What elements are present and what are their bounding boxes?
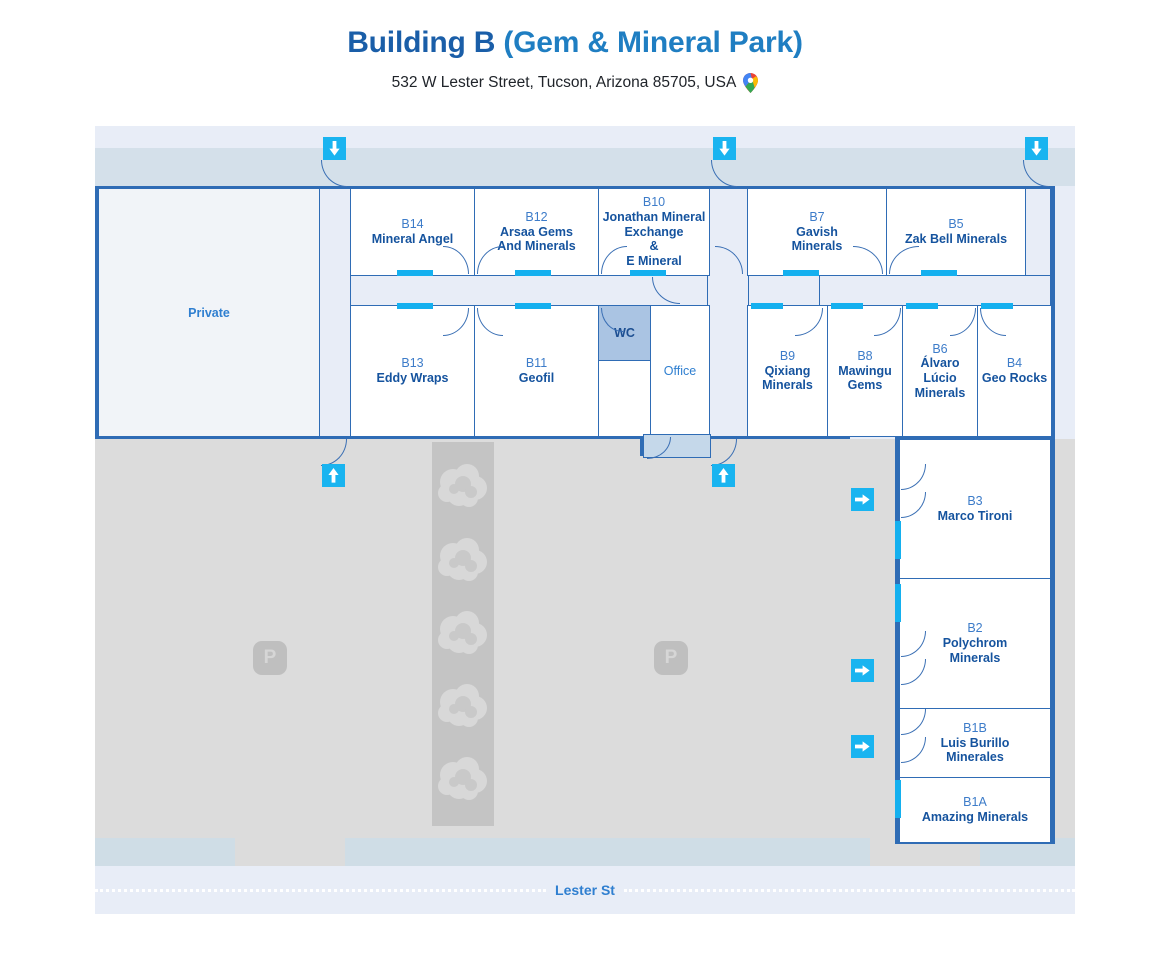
- office-label: Office: [663, 364, 697, 378]
- building-wall-west: [95, 186, 100, 439]
- room-b8-code: B8: [857, 348, 873, 363]
- window-b10: [630, 270, 666, 276]
- window-b6: [906, 303, 938, 309]
- tree-icon-3: [438, 611, 487, 654]
- window-b5: [921, 270, 957, 276]
- tree-icon-4: [438, 684, 487, 727]
- building-wall-jog-1: [640, 434, 645, 456]
- parking-marker-left: P: [253, 641, 287, 675]
- parking-marker-right-label: P: [664, 647, 678, 668]
- corridor-west-vertical: [319, 188, 351, 437]
- room-b14-name: Mineral Angel: [371, 232, 454, 246]
- window-b13: [397, 303, 433, 309]
- entrance-bottom-left-icon[interactable]: [322, 464, 345, 487]
- title-main: Building B: [347, 26, 496, 59]
- room-b6-code: B6: [932, 341, 948, 356]
- window-b11: [515, 303, 551, 309]
- address-text: 532 W Lester Street, Tucson, Arizona 857…: [391, 73, 737, 91]
- room-b5-name: Zak Bell Minerals: [904, 232, 1008, 246]
- room-b10-code: B10: [642, 195, 666, 210]
- private-area: Private: [98, 188, 320, 437]
- curb-cut-left: [235, 838, 345, 866]
- entrance-right-b3-icon[interactable]: [851, 488, 874, 511]
- building-wall-east: [1050, 186, 1055, 439]
- room-b5-code: B5: [948, 217, 964, 232]
- room-b13-code: B13: [401, 356, 424, 371]
- street-dash-right: [623, 888, 1076, 892]
- room-b1b-code: B1B: [963, 720, 987, 735]
- room-b1a-code: B1A: [963, 795, 987, 810]
- room-b2-code: B2: [967, 621, 983, 636]
- entrance-bottom-mid-icon[interactable]: [712, 464, 735, 487]
- private-label: Private: [188, 305, 230, 320]
- service-room-blank: [598, 360, 651, 437]
- room-b11-code: B11: [525, 356, 548, 371]
- floor-plan: Private B14 Mineral Angel B12 Arsaa Gems…: [95, 126, 1076, 914]
- room-b3-code: B3: [967, 494, 983, 509]
- entrance-right-b2-icon[interactable]: [851, 659, 874, 682]
- corridor-northeast-stub: [1025, 188, 1051, 276]
- parking-marker-left-label: P: [263, 647, 277, 668]
- entrance-top-left-icon[interactable]: [323, 137, 346, 160]
- corridor-east-vertical: [707, 188, 749, 437]
- page-title: Building B (Gem & Mineral Park): [0, 26, 1150, 61]
- window-b7: [783, 270, 819, 276]
- room-b13-name: Eddy Wraps: [376, 371, 449, 385]
- room-b4-name: Geo Rocks: [981, 371, 1048, 385]
- parking-marker-right: P: [654, 641, 688, 675]
- title-sub: (Gem & Mineral Park): [495, 26, 803, 59]
- street-row: Lester St: [95, 866, 1076, 914]
- east-block-wall-west: [895, 439, 900, 844]
- tree-icon-2: [438, 538, 487, 581]
- room-b3-name: Marco Tironi: [937, 509, 1013, 523]
- entrance-top-right-icon[interactable]: [1025, 137, 1048, 160]
- window-b9: [751, 303, 783, 309]
- room-b7-code: B7: [809, 209, 825, 224]
- street-label: Lester St: [555, 882, 615, 898]
- room-b1a[interactable]: B1A Amazing Minerals: [899, 777, 1051, 843]
- room-b14-code: B14: [401, 217, 424, 232]
- room-b12-code: B12: [525, 209, 548, 224]
- entrance-top-middle-icon[interactable]: [713, 137, 736, 160]
- map-pin-icon[interactable]: [743, 72, 759, 93]
- room-b11-name: Geofil: [518, 371, 555, 385]
- tree-icon-1: [438, 464, 487, 507]
- north-sidewalk-band: [95, 148, 1075, 186]
- corridor-central-horizontal: [350, 274, 820, 306]
- tree-icon-5: [438, 757, 487, 800]
- window-b3: [895, 521, 901, 559]
- window-b1a: [895, 780, 901, 818]
- east-block-wall-east: [1050, 439, 1055, 844]
- office-room[interactable]: Office: [650, 305, 710, 437]
- room-b3[interactable]: B3 Marco Tironi: [899, 439, 1051, 579]
- window-b12: [515, 270, 551, 276]
- room-b4-code: B4: [1006, 356, 1023, 371]
- room-b1a-name: Amazing Minerals: [921, 810, 1029, 824]
- window-b4: [981, 303, 1013, 309]
- room-b9-code: B9: [779, 348, 796, 363]
- street-dash-left: [95, 888, 547, 892]
- window-b14: [397, 270, 433, 276]
- page-header: Building B (Gem & Mineral Park) 532 W Le…: [0, 0, 1150, 93]
- window-b8: [831, 303, 863, 309]
- entrance-right-b1b-icon[interactable]: [851, 735, 874, 758]
- window-b2: [895, 584, 901, 622]
- address-row: 532 W Lester Street, Tucson, Arizona 857…: [0, 72, 1150, 93]
